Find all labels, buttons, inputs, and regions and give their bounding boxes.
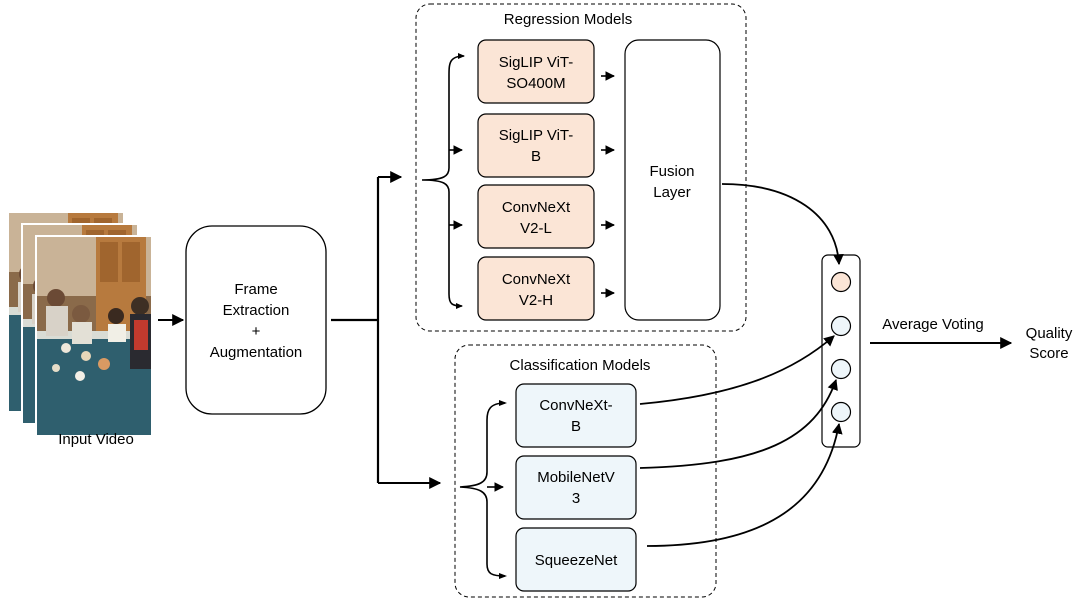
model-label-line1: SqueezeNet xyxy=(535,552,618,569)
split-connector xyxy=(331,171,442,489)
model-label-line1: SigLIP ViT- xyxy=(499,54,574,71)
input-video-label: Input Video xyxy=(58,431,134,448)
quality-score-line2: Score xyxy=(1029,345,1068,362)
quality-score-line1: Quality xyxy=(1026,325,1073,342)
regression-title: Regression Models xyxy=(504,11,632,28)
model-label-line2: B xyxy=(571,418,581,435)
classification-model-convnext-b: ConvNeXt- B xyxy=(515,383,637,448)
preprocess-label-line1: Frame xyxy=(234,281,277,298)
vote-circle-squeezenet xyxy=(830,401,852,423)
preprocess-label-line2: Extraction xyxy=(223,302,290,319)
preprocess-box xyxy=(185,225,327,415)
preprocess-label-line3: + xyxy=(252,323,261,340)
model-label-line1: ConvNeXt- xyxy=(539,397,612,414)
model-label-line2: V2-L xyxy=(520,220,552,237)
regression-model-siglip-b: SigLIP ViT- B xyxy=(477,113,595,178)
regression-brace xyxy=(421,53,465,309)
preprocess-label-line4: Augmentation xyxy=(210,344,303,361)
vote-circle-convnext-b xyxy=(830,315,852,337)
classification-brace xyxy=(459,400,507,579)
model-label-line1: MobileNetV xyxy=(537,469,615,486)
video-frame xyxy=(36,236,152,436)
classification-group xyxy=(454,344,717,598)
fusion-label-line2: Layer xyxy=(653,184,691,201)
model-label-line1: SigLIP ViT- xyxy=(499,127,574,144)
input-video-frames xyxy=(7,211,153,437)
regression-group xyxy=(415,3,747,332)
classification-model-squeezenet: SqueezeNet xyxy=(515,527,637,592)
average-voting-label: Average Voting xyxy=(882,316,983,333)
regression-model-convnext-v2-h: ConvNeXt V2-H xyxy=(477,256,595,321)
model-label-line1: ConvNeXt xyxy=(502,199,571,216)
regression-model-siglip-so400m: SigLIP ViT- SO400M xyxy=(477,39,595,104)
model-label-line2: SO400M xyxy=(506,75,565,92)
model-label-line2: V2-H xyxy=(519,292,553,309)
model-label-line2: B xyxy=(531,148,541,165)
voting-input-arrows xyxy=(639,183,844,547)
fusion-layer-box xyxy=(624,39,721,321)
regression-to-fusion-arrows xyxy=(601,71,615,298)
vote-circle-regression xyxy=(830,271,852,293)
model-label-line2: 3 xyxy=(572,490,580,507)
vote-circle-mobilenetv3 xyxy=(830,358,852,380)
model-label-line1: ConvNeXt xyxy=(502,271,571,288)
classification-model-mobilenetv3: MobileNetV 3 xyxy=(515,455,637,520)
regression-model-convnext-v2-l: ConvNeXt V2-L xyxy=(477,184,595,249)
classification-title: Classification Models xyxy=(510,357,651,374)
fusion-label-line1: Fusion xyxy=(649,163,694,180)
